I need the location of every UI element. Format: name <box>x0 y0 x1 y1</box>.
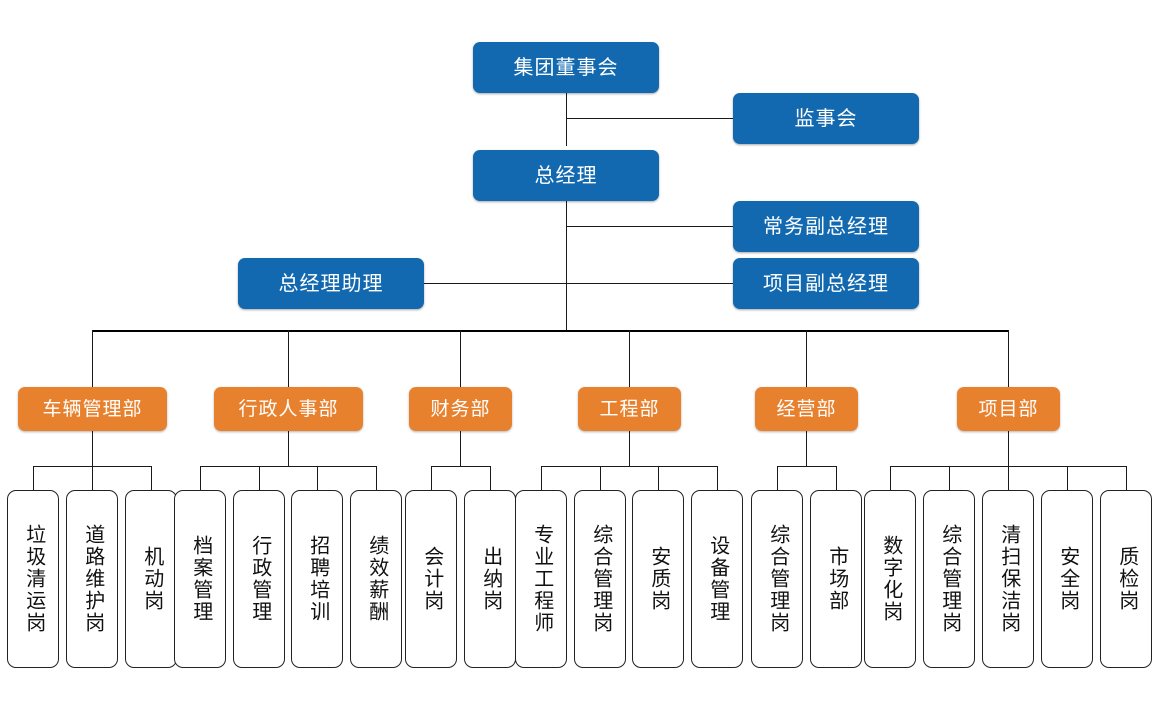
node-project-deputy-gm[interactable]: 项目副总经理 <box>733 258 919 309</box>
drop-to-dept-5 <box>1008 330 1009 387</box>
trunk-gm-down <box>566 201 567 331</box>
dept-3-drop-0 <box>541 466 542 490</box>
dept-0-drop-0 <box>33 466 34 490</box>
branch-to-supervisory <box>566 118 733 119</box>
node-supervisory-board[interactable]: 监事会 <box>733 93 919 144</box>
leaf-position-3-1[interactable]: 综合管理岗 <box>574 490 626 668</box>
leaf-label: 安质岗 <box>647 546 670 612</box>
leaf-position-5-3[interactable]: 安全岗 <box>1041 490 1093 668</box>
drop-to-dept-3 <box>629 330 630 387</box>
leaf-label: 质检岗 <box>1115 546 1138 612</box>
dept-3-drop-2 <box>658 466 659 490</box>
dept-3-drop-3 <box>717 466 718 490</box>
drop-to-dept-1 <box>288 330 289 387</box>
node-department-1[interactable]: 行政人事部 <box>214 387 363 431</box>
dept-1-stem <box>288 424 289 466</box>
dept-0-drop-1 <box>92 466 93 490</box>
dept-3-stem <box>629 424 630 466</box>
leaf-position-2-1[interactable]: 出纳岗 <box>464 490 516 668</box>
node-department-3[interactable]: 工程部 <box>578 387 681 431</box>
leaf-label: 清扫保洁岗 <box>997 524 1020 634</box>
leaf-label: 设备管理 <box>706 535 729 623</box>
leaf-label: 安全岗 <box>1056 546 1079 612</box>
node-department-5[interactable]: 项目部 <box>957 387 1060 431</box>
dept-5-drop-3 <box>1067 466 1068 490</box>
leaf-position-0-1[interactable]: 道路维护岗 <box>66 490 118 668</box>
leaf-label: 机动岗 <box>140 546 163 612</box>
dept-5-drop-4 <box>1126 466 1127 490</box>
leaf-label: 专业工程师 <box>530 524 553 634</box>
dept-1-drop-3 <box>376 466 377 490</box>
leaf-label: 出纳岗 <box>479 546 502 612</box>
node-department-0[interactable]: 车辆管理部 <box>18 387 167 431</box>
dept-5-drop-2 <box>1008 466 1009 490</box>
leaf-position-2-0[interactable]: 会计岗 <box>405 490 457 668</box>
dept-2-drop-1 <box>490 466 491 490</box>
branch-to-executive-deputy <box>566 226 733 227</box>
leaf-position-5-4[interactable]: 质检岗 <box>1100 490 1152 668</box>
node-board[interactable]: 集团董事会 <box>473 42 659 93</box>
leaf-position-1-0[interactable]: 档案管理 <box>174 490 226 668</box>
leaf-label: 会计岗 <box>420 546 443 612</box>
leaf-position-4-0[interactable]: 综合管理岗 <box>751 490 803 668</box>
leaf-label: 绩效薪酬 <box>365 535 388 623</box>
dept-4-drop-0 <box>777 466 778 490</box>
leaf-position-5-0[interactable]: 数字化岗 <box>864 490 916 668</box>
dept-3-drop-1 <box>600 466 601 490</box>
dept-2-bar <box>431 466 490 467</box>
node-department-2[interactable]: 财务部 <box>409 387 512 431</box>
leaf-position-3-0[interactable]: 专业工程师 <box>515 490 567 668</box>
leaf-label: 垃圾清运岗 <box>22 524 45 634</box>
leaf-label: 档案管理 <box>189 535 212 623</box>
leaf-position-5-2[interactable]: 清扫保洁岗 <box>982 490 1034 668</box>
node-gm-assistant[interactable]: 总经理助理 <box>238 258 424 309</box>
leaf-label: 综合管理岗 <box>766 524 789 634</box>
dept-2-drop-0 <box>431 466 432 490</box>
dept-1-drop-0 <box>200 466 201 490</box>
node-department-4[interactable]: 经营部 <box>755 387 858 431</box>
leaf-position-1-2[interactable]: 招聘培训 <box>291 490 343 668</box>
branch-to-project-deputy <box>566 283 733 284</box>
department-distribution-bar <box>92 330 1009 332</box>
dept-0-stem <box>92 424 93 466</box>
leaf-position-4-1[interactable]: 市场部 <box>810 490 862 668</box>
leaf-position-0-0[interactable]: 垃圾清运岗 <box>7 490 59 668</box>
dept-5-stem <box>1008 424 1009 466</box>
branch-to-gm-assistant <box>424 283 566 284</box>
dept-4-bar <box>777 466 836 467</box>
dept-5-drop-1 <box>949 466 950 490</box>
leaf-label: 综合管理岗 <box>589 524 612 634</box>
drop-to-dept-4 <box>806 330 807 387</box>
dept-2-stem <box>460 424 461 466</box>
leaf-label: 招聘培训 <box>306 535 329 623</box>
trunk-board-to-gm <box>566 93 567 146</box>
leaf-position-1-1[interactable]: 行政管理 <box>233 490 285 668</box>
leaf-label: 数字化岗 <box>879 535 902 623</box>
node-general-manager[interactable]: 总经理 <box>473 150 659 201</box>
leaf-position-3-3[interactable]: 设备管理 <box>691 490 743 668</box>
leaf-position-3-2[interactable]: 安质岗 <box>632 490 684 668</box>
leaf-position-0-2[interactable]: 机动岗 <box>125 490 177 668</box>
leaf-label: 市场部 <box>825 546 848 612</box>
leaf-label: 综合管理岗 <box>938 524 961 634</box>
leaf-position-1-3[interactable]: 绩效薪酬 <box>350 490 402 668</box>
leaf-position-5-1[interactable]: 综合管理岗 <box>923 490 975 668</box>
dept-1-bar <box>200 466 376 467</box>
drop-to-dept-2 <box>460 330 461 387</box>
dept-1-drop-2 <box>317 466 318 490</box>
node-executive-deputy-gm[interactable]: 常务副总经理 <box>733 201 919 252</box>
dept-3-bar <box>541 466 717 467</box>
drop-to-dept-0 <box>92 330 93 387</box>
leaf-label: 行政管理 <box>248 535 271 623</box>
dept-1-drop-1 <box>259 466 260 490</box>
dept-4-drop-1 <box>836 466 837 490</box>
dept-0-drop-2 <box>151 466 152 490</box>
dept-4-stem <box>806 424 807 466</box>
leaf-label: 道路维护岗 <box>81 524 104 634</box>
dept-5-drop-0 <box>890 466 891 490</box>
